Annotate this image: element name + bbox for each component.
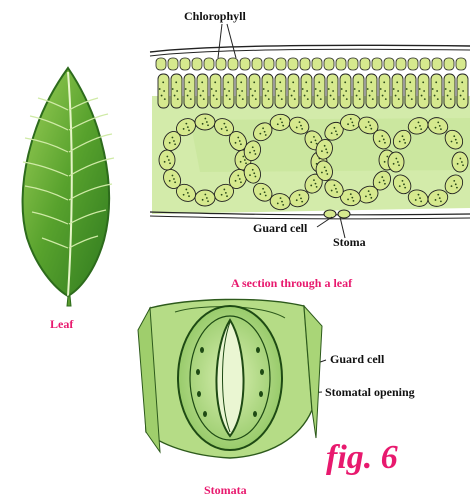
epidermis-cell <box>324 58 334 70</box>
epidermis-cell <box>312 58 322 70</box>
epidermis-cell <box>216 58 226 70</box>
epidermis-cell <box>228 58 238 70</box>
epidermis-cell <box>264 58 274 70</box>
spongy-cell <box>452 152 468 172</box>
epidermis-cell <box>156 58 166 70</box>
stoma-label: Stoma <box>333 235 366 249</box>
upper-epidermis-cells <box>156 58 466 70</box>
figure-number: fig. 6 <box>326 439 398 476</box>
epidermis-cell <box>240 58 250 70</box>
epidermis-cell <box>372 58 382 70</box>
epidermis-cell <box>444 58 454 70</box>
epidermis-cell <box>204 58 214 70</box>
spongy-cell <box>388 152 404 172</box>
guard-cell-label-stomata: Guard cell <box>330 352 385 366</box>
epidermis-cell <box>456 58 466 70</box>
epidermis-cell <box>192 58 202 70</box>
section-caption: A section through a leaf <box>231 276 353 290</box>
chlorophyll-label: Chlorophyll <box>184 9 246 23</box>
epidermis-cell <box>288 58 298 70</box>
spongy-cell <box>195 114 215 130</box>
epidermis-cell <box>180 58 190 70</box>
guard-cell-label-section: Guard cell <box>253 221 308 235</box>
leaf-section <box>150 45 470 219</box>
spongy-cell <box>159 150 175 170</box>
leaf-illustration <box>23 68 114 306</box>
epidermis-cell <box>336 58 346 70</box>
epidermis-cell <box>168 58 178 70</box>
epidermis-cell <box>384 58 394 70</box>
leaf-caption: Leaf <box>50 317 74 331</box>
epidermis-cell <box>348 58 358 70</box>
epidermis-cell <box>396 58 406 70</box>
epidermis-cell <box>432 58 442 70</box>
epidermis-cell <box>360 58 370 70</box>
epidermis-cell <box>276 58 286 70</box>
epidermis-cell <box>408 58 418 70</box>
spongy-cell <box>195 190 215 206</box>
stomatal-opening-label: Stomatal opening <box>325 385 415 399</box>
epidermis-cell <box>420 58 430 70</box>
stomata-caption: Stomata <box>204 483 247 497</box>
stomata-illustration <box>138 299 322 458</box>
epidermis-cell <box>252 58 262 70</box>
epidermis-cell <box>300 58 310 70</box>
